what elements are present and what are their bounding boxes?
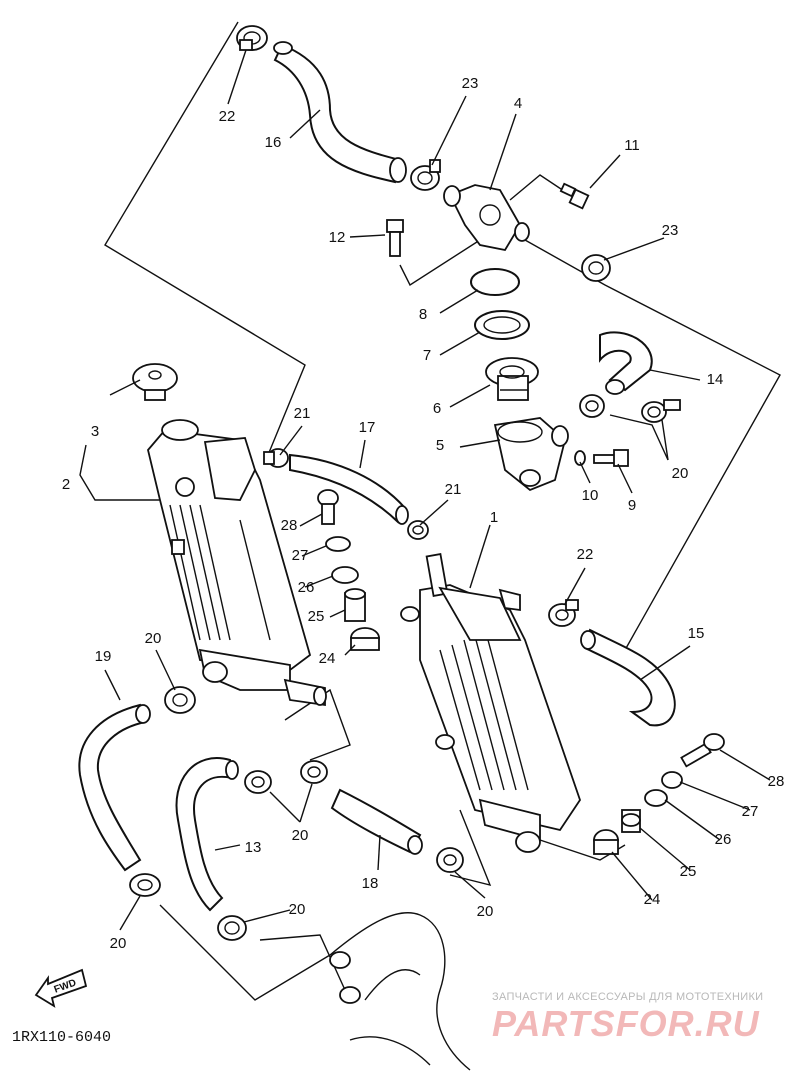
bolt-28-left [317, 489, 339, 525]
washer-10 [574, 450, 586, 466]
callout-9: 9 [628, 497, 636, 514]
washer-26-right [644, 789, 668, 807]
washer-27-left [325, 536, 351, 552]
collar-25-right [621, 809, 641, 833]
thermostat-cover-4 [443, 184, 530, 252]
hose-clamp-20-center [244, 760, 328, 794]
callout-20-a: 20 [145, 630, 162, 647]
callout-3: 3 [91, 423, 99, 440]
callout-19: 19 [95, 648, 112, 665]
callout-27-b: 27 [742, 803, 759, 820]
bolt-9 [593, 449, 629, 467]
watermark-brand: PARTSFOR.RU [492, 1003, 760, 1044]
bolt-12 [386, 219, 404, 257]
callout-8: 8 [419, 306, 427, 323]
callout-20-e: 20 [110, 935, 127, 952]
collar-25-left [344, 588, 366, 622]
callout-22-b: 22 [577, 546, 594, 563]
callout-15: 15 [688, 625, 705, 642]
callout-7: 7 [423, 347, 431, 364]
callout-25-a: 25 [308, 608, 325, 625]
callout-20-c: 20 [292, 827, 309, 844]
callout-24-b: 24 [644, 891, 661, 908]
hose-clamp-23-left [410, 159, 441, 191]
engine-outline [329, 912, 471, 1071]
washer-27-right [661, 771, 683, 789]
callout-28-b: 28 [768, 773, 785, 790]
upper-hose-16 [273, 41, 407, 184]
washer-26-left [331, 566, 359, 584]
watermark-tagline: ЗАПЧАСТИ И АКСЕССУАРЫ ДЛЯ МОТОТЕХНИКИ [492, 991, 763, 1003]
callout-16: 16 [265, 134, 282, 151]
left-radiator [147, 419, 327, 707]
callout-1: 1 [490, 509, 498, 526]
hose-clamp-22-top [236, 25, 268, 51]
callout-10: 10 [582, 487, 599, 504]
callout-21-a: 21 [294, 405, 311, 422]
hose-clamp-20-lower-right [436, 847, 464, 873]
hose-clamp-22-right [548, 599, 579, 627]
callout-22-a: 22 [219, 108, 236, 125]
callout-5: 5 [436, 437, 444, 454]
callout-21-b: 21 [445, 481, 462, 498]
grommet-24-right [593, 829, 619, 855]
callout-23-a: 23 [462, 75, 479, 92]
callout-6: 6 [433, 400, 441, 417]
lower-hose-15 [580, 628, 676, 727]
callout-14: 14 [707, 371, 724, 388]
callout-labels: 1 2 3 4 5 6 7 8 9 10 11 12 13 14 15 16 1… [62, 75, 785, 952]
callout-28-a: 28 [281, 517, 298, 534]
hose-clamp-23-right [581, 254, 611, 282]
callout-leaders [79, 49, 771, 931]
bolt-11 [559, 182, 590, 210]
hose-18 [330, 788, 423, 855]
hose-clamp-20-bottom-left [129, 873, 247, 941]
thermostat-housing-5 [493, 417, 569, 492]
callout-12: 12 [329, 229, 346, 246]
callout-24-a: 24 [319, 650, 336, 667]
right-radiator [400, 553, 581, 853]
callout-11: 11 [624, 137, 640, 154]
radiator-cap-3 [132, 363, 178, 401]
callout-4: 4 [514, 95, 522, 112]
hose-19 [78, 703, 151, 872]
hose-clamp-21-left [263, 448, 289, 468]
hose-clamp-21-right [407, 520, 429, 540]
callout-18: 18 [362, 875, 379, 892]
bypass-hose-14 [599, 331, 653, 395]
gasket-7 [474, 310, 530, 340]
diagram-code: 1RX110-6040 [12, 1029, 111, 1046]
watermark: ЗАПЧАСТИ И АКСЕССУАРЫ ДЛЯ МОТОТЕХНИКИ PA… [492, 991, 763, 1044]
thermostat-6 [485, 357, 539, 401]
callout-25-b: 25 [680, 863, 697, 880]
callout-13: 13 [245, 839, 262, 856]
callout-20-b: 20 [672, 465, 689, 482]
callout-27-a: 27 [292, 547, 309, 564]
hose-17 [289, 453, 409, 525]
callout-20-d: 20 [477, 903, 494, 920]
callout-2: 2 [62, 476, 70, 493]
hose-clamp-20-near-14 [579, 394, 681, 423]
o-ring-8 [470, 268, 520, 296]
grommet-24-left [350, 627, 380, 651]
hose-clamp-20-left-bottom [164, 686, 196, 714]
callout-26-a: 26 [298, 579, 315, 596]
callout-26-b: 26 [715, 831, 732, 848]
callout-17: 17 [359, 419, 376, 436]
hose-13 [175, 757, 239, 912]
forward-arrow: FWD [34, 968, 88, 1008]
callout-23-b: 23 [662, 222, 679, 239]
callout-20-f: 20 [289, 901, 306, 918]
assembly-lines [104, 21, 781, 1001]
bolt-28-right [680, 733, 725, 768]
